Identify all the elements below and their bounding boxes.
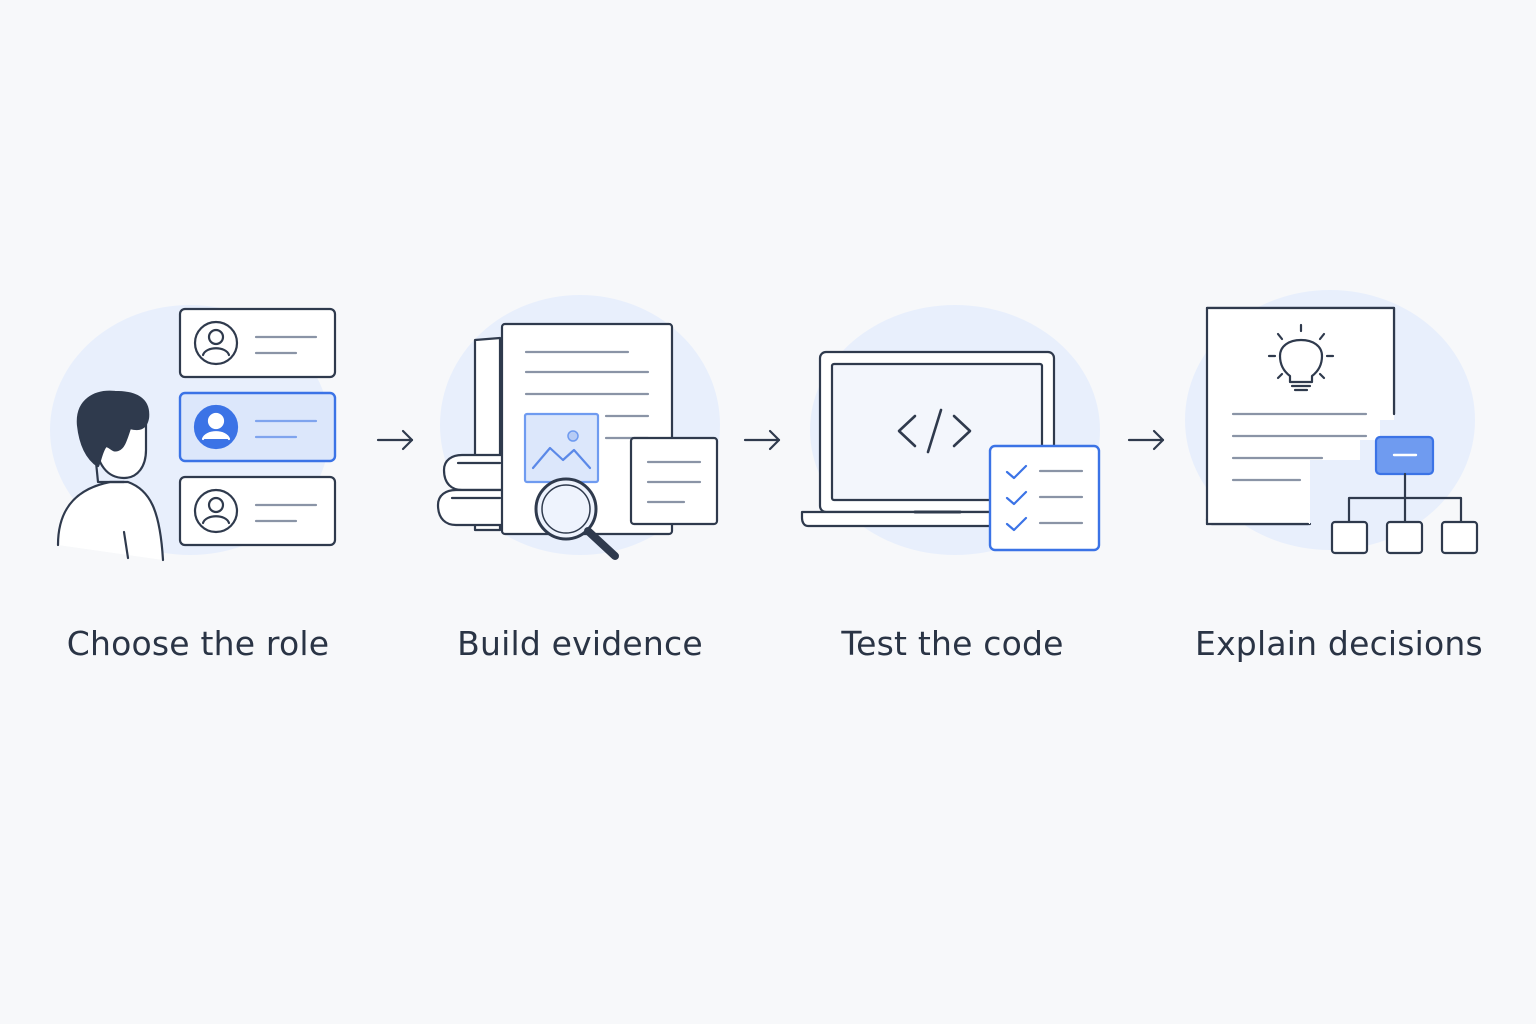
- code-brackets-icon: [897, 408, 972, 454]
- books-icon: [436, 336, 507, 532]
- image-icon: [523, 412, 600, 484]
- role-selection-icon: [50, 305, 337, 562]
- arrow-right-icon: [743, 429, 781, 451]
- magnifying-glass-icon: [534, 477, 619, 560]
- arrow-right-icon: [1127, 429, 1165, 451]
- role-card-3: [178, 475, 337, 547]
- lightbulb-icon: [1267, 323, 1335, 392]
- step-label-explain-decisions: Explain decisions: [1195, 624, 1483, 663]
- note-card-icon: [629, 436, 719, 526]
- step-label-test-code: Test the code: [841, 624, 1064, 663]
- checklist-icon: [988, 444, 1101, 552]
- hierarchy-icon: [1330, 435, 1479, 555]
- evidence-documents-icon: [436, 295, 720, 560]
- laptop-code-checklist-icon: [800, 305, 1101, 555]
- role-card-1: [178, 307, 337, 379]
- report-document-icon: [1205, 306, 1396, 526]
- step-label-choose-role: Choose the role: [66, 624, 330, 663]
- document-lightbulb-hierarchy-icon: [1185, 290, 1479, 555]
- role-card-selected: [178, 391, 337, 463]
- step-label-build-evidence: Build evidence: [457, 624, 703, 663]
- arrow-right-icon: [376, 429, 414, 451]
- person-icon: [56, 390, 165, 562]
